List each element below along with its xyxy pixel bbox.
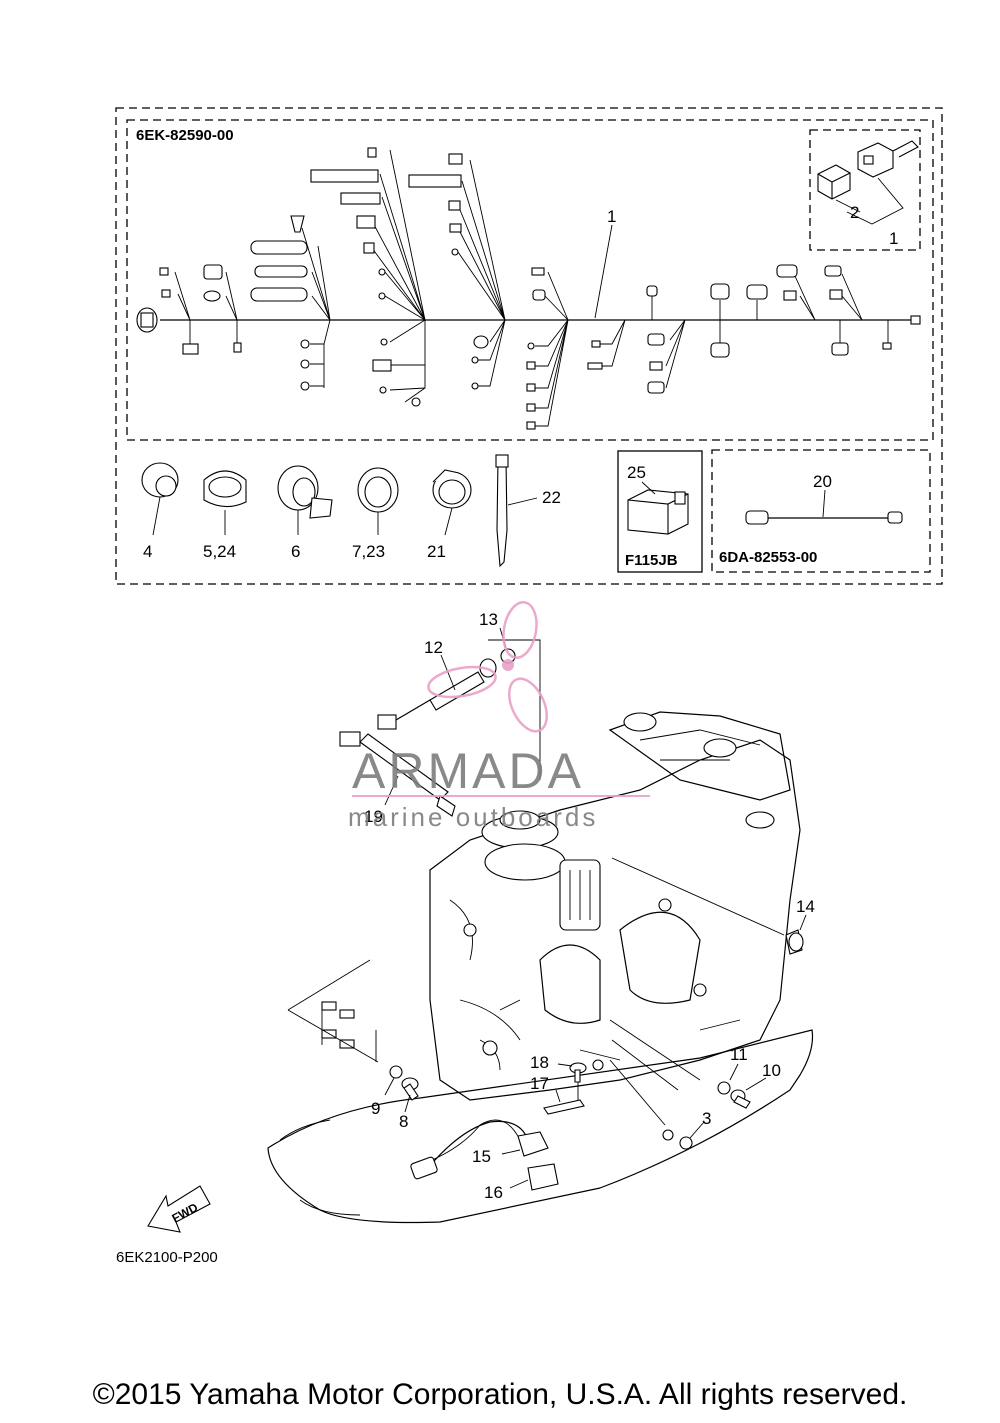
fwd-arrow-icon: FWD <box>147 1185 211 1233</box>
switch-15-cover-16 <box>410 1120 559 1191</box>
callout-11: 11 <box>730 1045 748 1064</box>
model-code-label: F115JB <box>625 552 678 569</box>
wire-harness <box>136 147 921 430</box>
callout-14: 14 <box>796 897 815 916</box>
clamps-row <box>141 454 538 568</box>
callout-15: 15 <box>472 1147 491 1166</box>
sub-harness-20 <box>745 489 903 525</box>
callout-18: 18 <box>530 1053 549 1072</box>
harness-kit-frame <box>115 107 943 585</box>
callout-5-24: 5,24 <box>203 542 236 561</box>
bolt-18-bracket-17 <box>543 1062 587 1115</box>
callout-3: 3 <box>702 1109 711 1128</box>
callout-4: 4 <box>143 542 152 561</box>
callout-10: 10 <box>762 1061 781 1080</box>
callout-16: 16 <box>484 1183 503 1202</box>
callout-19: 19 <box>364 807 383 826</box>
callout-2: 2 <box>850 203 859 222</box>
callout-1-inset: 1 <box>889 229 898 248</box>
callout-9: 9 <box>371 1099 380 1118</box>
callout-20: 20 <box>813 472 832 491</box>
armada-watermark-logo: ARMADA marine outboards <box>348 601 650 832</box>
callout-13: 13 <box>479 610 498 629</box>
callout-17: 17 <box>530 1074 549 1093</box>
callout-8: 8 <box>399 1112 408 1131</box>
sensor-19 <box>339 731 456 817</box>
callout-21: 21 <box>427 542 446 561</box>
harness-part-code: 6EK-82590-00 <box>136 127 234 144</box>
watermark-tagline: marine outboards <box>348 802 598 832</box>
screw-3 <box>609 1059 705 1150</box>
figure-code: 6EK2100-P200 <box>116 1249 218 1266</box>
washer-11-bolt-10 <box>609 1019 767 1109</box>
callout-12: 12 <box>424 638 443 657</box>
callout-6: 6 <box>291 542 300 561</box>
washer-9-bolt-8 <box>384 1065 419 1113</box>
relay-25 <box>627 481 689 535</box>
copyright-notice: ©2015 Yamaha Motor Corporation, U.S.A. A… <box>92 1378 908 1411</box>
sensor-14 <box>611 857 807 955</box>
engine-block <box>267 711 814 1224</box>
watermark-brand: ARMADA <box>352 743 584 799</box>
sub-harness-part-code: 6DA-82553-00 <box>719 549 817 566</box>
callout-1-main: 1 <box>607 207 616 226</box>
callout-22: 22 <box>542 488 561 507</box>
callout-7-23: 7,23 <box>352 542 385 561</box>
callout-25: 25 <box>627 463 646 482</box>
connector-inset <box>817 140 919 225</box>
